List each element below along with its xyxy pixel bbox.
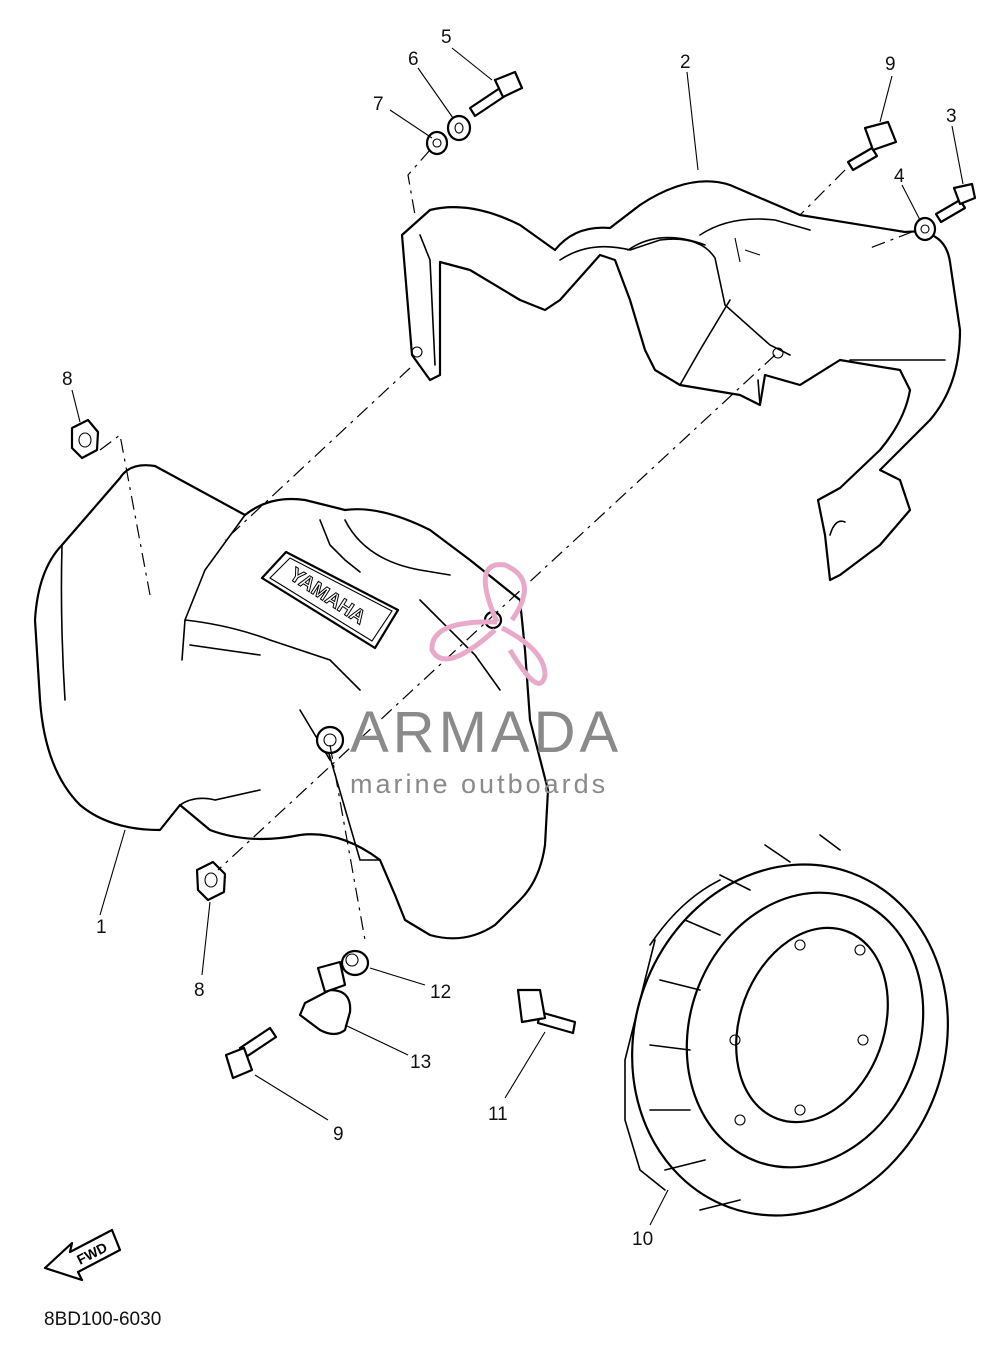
callout-7: 7 (373, 94, 384, 115)
part-1-lower-cover[interactable]: YAMAHA (33, 464, 550, 940)
fwd-direction-arrow: FWD (43, 1228, 122, 1282)
part-9-bolt-upper[interactable] (846, 120, 898, 172)
flywheel-bolt-holes (729, 939, 869, 1126)
watermark-brand: ARMADA (350, 700, 622, 765)
callout-labels: 1 2 3 4 5 6 7 8 8 9 9 10 11 12 13 (62, 27, 957, 1250)
callout-1: 1 (96, 917, 107, 938)
armada-watermark: ARMADA marine outboards (350, 562, 622, 799)
part-11-bolt[interactable] (516, 988, 577, 1035)
callout-8-lower: 8 (194, 980, 205, 1001)
leader-lines (71, 47, 964, 1226)
callout-10: 10 (632, 1229, 653, 1250)
watermark-tagline: marine outboards (350, 769, 608, 799)
diagram-reference-code: 8BD100-6030 (44, 1309, 161, 1330)
callout-9-lower: 9 (333, 1124, 344, 1145)
part-9-bolt-lower[interactable] (224, 1026, 278, 1080)
part-6-washer[interactable] (446, 114, 472, 142)
part-10-flywheel[interactable] (583, 820, 996, 1261)
part-2-upper-cover[interactable] (400, 180, 962, 582)
callout-5: 5 (441, 27, 452, 48)
callout-8-upper: 8 (62, 369, 73, 390)
callout-11: 11 (488, 1104, 508, 1125)
callout-12: 12 (430, 982, 451, 1003)
part-8-nut-lower[interactable] (195, 860, 227, 902)
propeller-logo-icon (429, 562, 548, 686)
callout-3: 3 (946, 106, 957, 127)
part-12-grommet[interactable] (340, 949, 370, 977)
part-3-screw[interactable] (934, 182, 977, 224)
part-4-washer[interactable] (913, 216, 937, 242)
callout-9-upper: 9 (885, 54, 896, 75)
callout-2: 2 (680, 52, 691, 73)
part-13-clip[interactable] (298, 960, 352, 1036)
callout-6: 6 (408, 49, 419, 70)
assembly-lines (99, 149, 913, 941)
callout-13: 13 (410, 1052, 431, 1073)
part-5-bolt[interactable] (468, 70, 524, 118)
part-8-nut-upper[interactable] (70, 418, 100, 460)
callout-4: 4 (894, 166, 905, 187)
